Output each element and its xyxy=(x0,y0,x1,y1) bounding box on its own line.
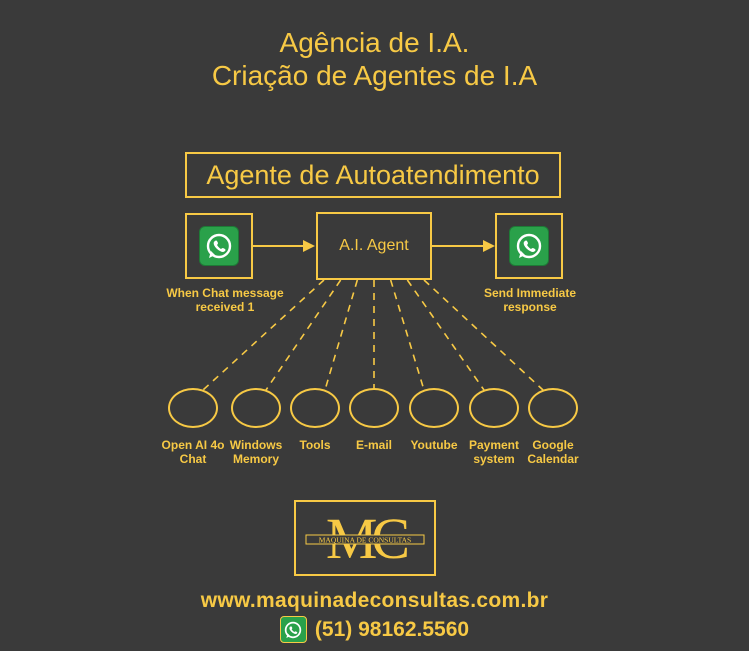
tool-node xyxy=(231,388,281,428)
whatsapp-icon xyxy=(199,226,239,266)
logo: MC MAQUINA DE CONSULTAS xyxy=(294,500,436,576)
tool-label-line1: Payment xyxy=(468,438,520,452)
trigger-label: When Chat message received 1 xyxy=(160,286,290,314)
phone-row: (51) 98162.5560 xyxy=(0,616,749,643)
tool-label-line2: Chat xyxy=(179,452,207,466)
page-title: Agência de I.A. xyxy=(279,27,470,58)
tool-label: E-mail xyxy=(334,438,414,452)
tool-label-line1: E-mail xyxy=(355,438,392,452)
tool-label-line2: system xyxy=(473,452,515,466)
tool-label-line1: Open AI 4o xyxy=(161,438,225,452)
tool-label: Tools xyxy=(275,438,355,452)
tool-node xyxy=(349,388,399,428)
tool-node xyxy=(528,388,578,428)
trigger-label-line1: When Chat message xyxy=(166,286,284,300)
phone-number[interactable]: (51) 98162.5560 xyxy=(314,617,470,641)
tool-node xyxy=(469,388,519,428)
tool-label: Youtube xyxy=(394,438,474,452)
response-label: Send Immediate response xyxy=(470,286,590,314)
tool-node xyxy=(409,388,459,428)
tool-node xyxy=(290,388,340,428)
tool-label-line1: Tools xyxy=(299,438,331,452)
logo-banner-text: MAQUINA DE CONSULTAS xyxy=(319,536,411,545)
tool-node xyxy=(168,388,218,428)
response-node xyxy=(495,213,563,279)
whatsapp-icon xyxy=(509,226,549,266)
trigger-node xyxy=(185,213,253,279)
response-label-line2: response xyxy=(503,300,557,314)
trigger-label-line2: received 1 xyxy=(195,300,255,314)
tool-connector xyxy=(202,279,325,391)
page-subtitle: Criação de Agentes de I.A xyxy=(211,60,538,91)
ai-agent-label: A.I. Agent xyxy=(339,237,409,254)
tool-connector xyxy=(389,279,425,391)
tool-label-line1: Windows xyxy=(229,438,283,452)
arrowhead-agent xyxy=(303,240,315,252)
tool-connector xyxy=(423,279,544,391)
agent-title: Agente de Autoatendimento xyxy=(206,159,540,190)
response-label-line1: Send Immediate xyxy=(483,286,577,300)
tool-connector xyxy=(265,279,342,391)
website-link[interactable]: www.maquinadeconsultas.com.br xyxy=(200,589,549,612)
tool-label-line2: Calendar xyxy=(527,452,579,466)
ai-agent-node: A.I. Agent xyxy=(316,212,432,280)
tool-connector xyxy=(406,279,485,391)
arrowhead-response xyxy=(483,240,495,252)
mc-logo-mark: MC MAQUINA DE CONSULTAS xyxy=(305,506,425,571)
tool-label-line1: Google xyxy=(532,438,574,452)
tool-connector xyxy=(324,279,359,391)
agent-title-box: Agente de Autoatendimento xyxy=(185,152,561,198)
tool-label-line2: Memory xyxy=(232,452,279,466)
tool-label-line1: Youtube xyxy=(410,438,458,452)
whatsapp-icon xyxy=(279,616,307,643)
